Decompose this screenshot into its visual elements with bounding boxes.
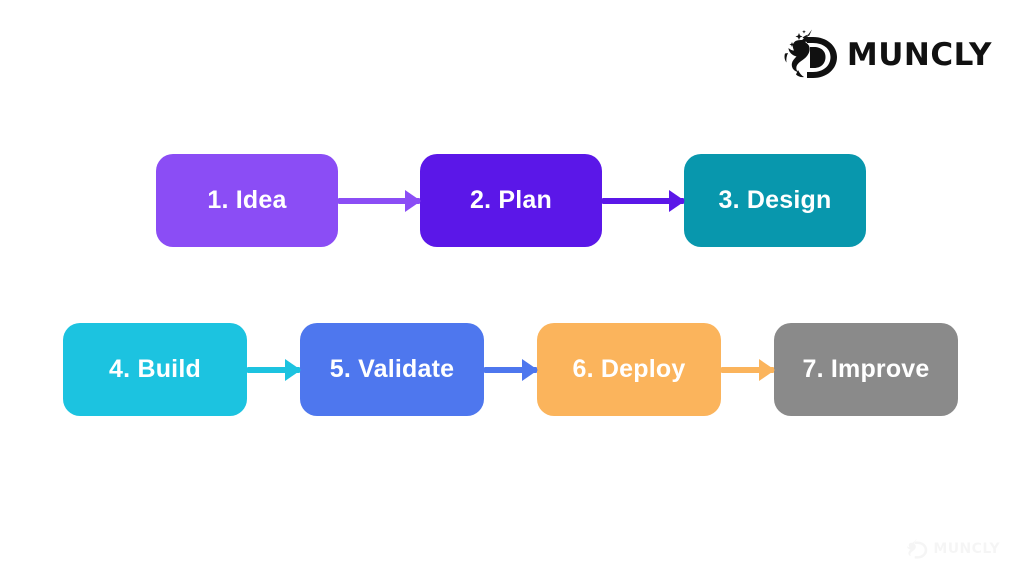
step-box-3-design[interactable]: 3. Design	[684, 154, 866, 247]
step-label-3: 3. Design	[718, 186, 832, 214]
arrow-head-icon	[405, 189, 421, 212]
arrow-2-to-3	[602, 188, 685, 214]
step-label-2: 2. Plan	[470, 186, 552, 214]
arrow-head-icon	[759, 358, 775, 381]
arrow-shaft	[338, 197, 420, 204]
arrow-head-icon	[285, 358, 301, 381]
arrow-1-to-2	[338, 188, 421, 214]
arrow-shaft	[721, 366, 774, 373]
arrow-shaft	[247, 366, 300, 373]
arrow-head-icon	[522, 358, 538, 381]
step-label-7: 7. Improve	[802, 355, 930, 383]
unicorn-d-monogram-icon	[779, 26, 841, 84]
step-box-1-idea[interactable]: 1. Idea	[156, 154, 338, 247]
flow-row-1: 1. Idea 2. Plan 3. Design	[156, 154, 866, 247]
arrow-4-to-5	[247, 357, 301, 383]
arrow-shaft	[484, 366, 537, 373]
watermark-wordmark: MUNCLY	[933, 541, 1000, 557]
step-box-6-deploy[interactable]: 6. Deploy	[537, 323, 721, 416]
step-box-7-improve[interactable]: 7. Improve	[774, 323, 958, 416]
step-box-2-plan[interactable]: 2. Plan	[420, 154, 602, 247]
arrow-6-to-7	[721, 357, 775, 383]
step-label-6: 6. Deploy	[572, 355, 686, 383]
step-box-5-validate[interactable]: 5. Validate	[300, 323, 484, 416]
flow-row-2: 4. Build 5. Validate 6. Deploy 7. Improv…	[63, 323, 958, 416]
arrow-5-to-6	[484, 357, 538, 383]
step-label-1: 1. Idea	[207, 186, 287, 214]
step-box-4-build[interactable]: 4. Build	[63, 323, 247, 416]
step-label-5: 5. Validate	[329, 355, 455, 383]
brand-wordmark: MUNCLY	[846, 36, 992, 73]
unicorn-d-monogram-icon	[903, 536, 929, 562]
brand-watermark: MUNCLY	[903, 536, 1000, 562]
step-label-4: 4. Build	[109, 355, 201, 383]
brand-logo: MUNCLY	[779, 26, 992, 84]
arrow-shaft	[602, 197, 684, 204]
arrow-head-icon	[669, 189, 685, 212]
